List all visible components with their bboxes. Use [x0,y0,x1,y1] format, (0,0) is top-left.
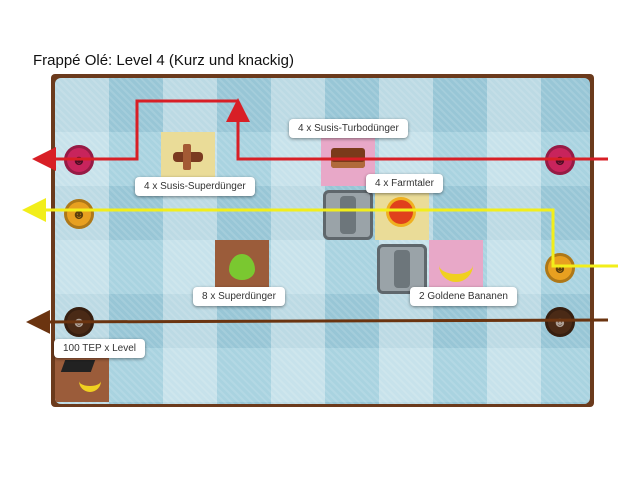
label-bananen: 2 Goldene Bananen [410,287,517,306]
graduation-cap-icon [60,360,96,372]
label-farmtaler: 4 x Farmtaler [366,174,443,193]
plane-wing [183,144,191,170]
fertilizer-drops-icon [229,254,255,280]
port-brown-right[interactable]: ☻ [545,307,575,337]
tep-bananas [79,374,101,392]
port-orange-right[interactable]: ☻ [545,253,575,283]
label-tep: 100 TEP x Level [54,339,146,358]
port-orange-left[interactable]: ☻ [64,199,94,229]
blender-machine-1[interactable] [323,190,373,240]
cow-icon: ☻ [552,260,568,276]
reward-tile-bananen[interactable] [429,240,483,294]
bird-icon: ☻ [71,314,87,330]
label-susis-super: 4 x Susis-Superdünger [135,177,255,196]
page-title: Frappé Olé: Level 4 (Kurz und knackig) [33,52,294,69]
farmtaler-coin-icon [389,200,413,224]
port-red-right[interactable]: ☻ [545,145,575,175]
label-susis-turbo: 4 x Susis-Turbodünger [289,119,408,138]
cow-icon: ☻ [552,314,568,330]
bananas-icon [439,256,473,282]
bird-icon: ☻ [71,206,87,222]
port-brown-left[interactable]: ☻ [64,307,94,337]
label-superduenger: 8 x Superdünger [193,287,285,306]
cow-icon: ☻ [552,152,568,168]
cake-icon [331,148,365,168]
reward-tile-superduenger[interactable] [215,240,269,294]
port-red-left[interactable]: ☻ [64,145,94,175]
reward-tile-farmtaler[interactable] [375,186,429,240]
bird-icon: ☻ [71,152,87,168]
